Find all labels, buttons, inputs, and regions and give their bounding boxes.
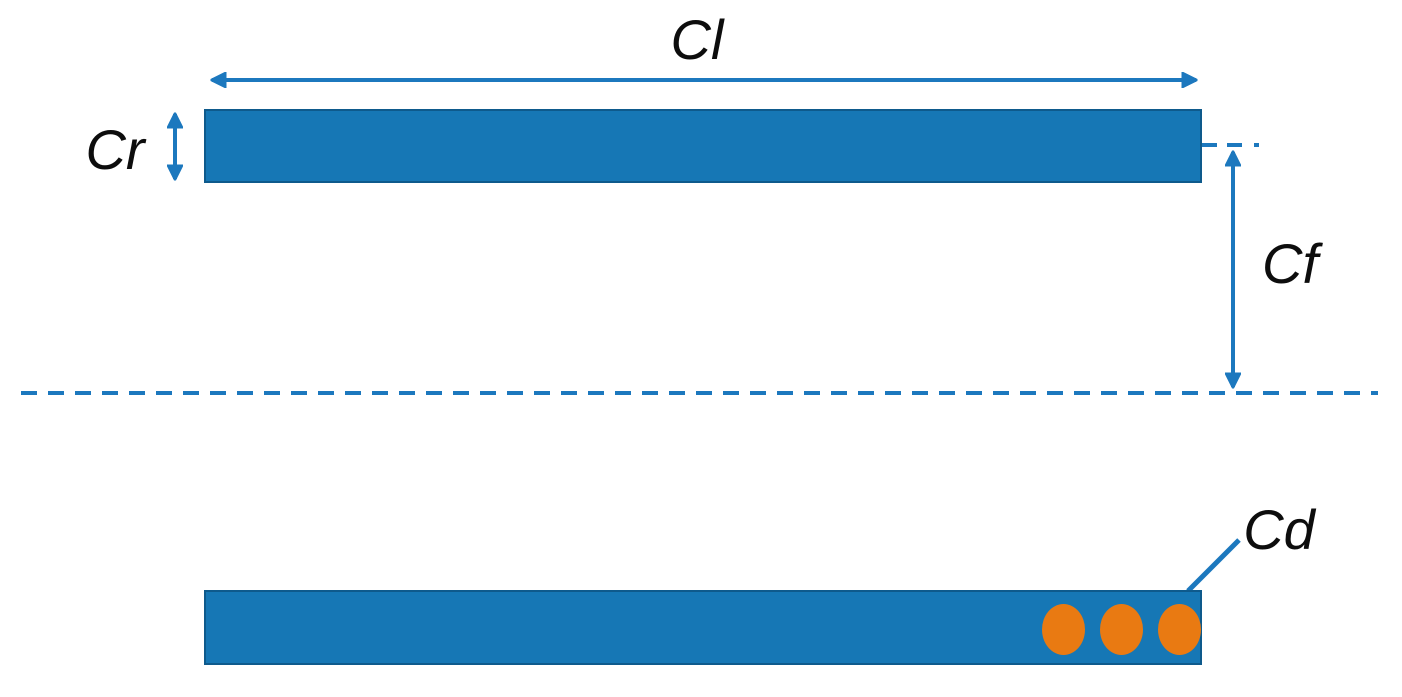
cd-dot (1100, 604, 1143, 655)
cf-label: Cf (1262, 232, 1318, 295)
cr-label: Cr (85, 118, 145, 181)
cd-dot (1042, 604, 1085, 655)
cd-leader-line (1186, 538, 1241, 593)
cd-label: Cd (1243, 498, 1315, 561)
cl-label: Cl (670, 8, 724, 71)
cd-dot (1158, 604, 1201, 655)
bottom-panel-rect (204, 590, 1202, 665)
top-panel-rect (204, 109, 1202, 183)
